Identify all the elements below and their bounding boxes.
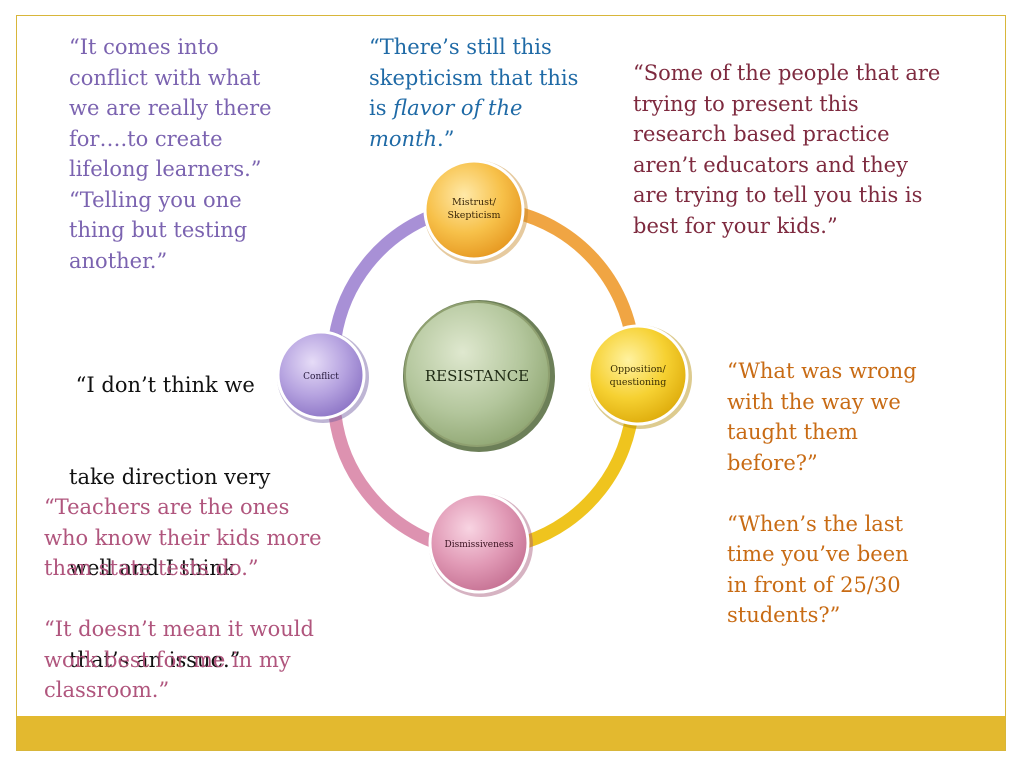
quote-line: that’s an issue.” bbox=[69, 647, 241, 672]
quote-line: than state tests do.” bbox=[44, 556, 259, 580]
quote-line: is flavor of the bbox=[369, 93, 578, 124]
quote-line: time you’ve been bbox=[727, 542, 909, 566]
quote-text: .” bbox=[437, 126, 455, 151]
quote-dismissiveness: “Teachers are the ones who know their ki… bbox=[44, 492, 322, 706]
quote-line: “When’s the last bbox=[727, 511, 904, 536]
quote-line: lifelong learners.” bbox=[69, 157, 262, 181]
quote-direction: “I don’t think we take direction very we… bbox=[69, 309, 270, 706]
quote-mistrust: “Some of the people that are trying to p… bbox=[633, 58, 940, 241]
quote-spacer bbox=[727, 478, 917, 509]
quote-line: “There’s still this bbox=[369, 35, 552, 59]
quote-line: month.” bbox=[369, 124, 578, 155]
quote-line: who know their kids more bbox=[44, 525, 322, 550]
quote-line: with the way we bbox=[727, 389, 901, 414]
quote-spacer bbox=[44, 584, 322, 615]
quote-line: “I don’t think we bbox=[69, 373, 255, 397]
quote-text: is bbox=[369, 96, 394, 120]
quote-line: aren’t educators and they bbox=[633, 152, 908, 177]
quote-line: “It doesn’t mean it would bbox=[44, 617, 314, 641]
quote-opposition: “What was wrong with the way we taught t… bbox=[727, 356, 917, 631]
quote-line: “What was wrong bbox=[727, 359, 917, 383]
quote-line: “Telling you one bbox=[69, 187, 242, 212]
quote-line: trying to present this bbox=[633, 91, 859, 116]
quote-line: are trying to tell you this is bbox=[633, 183, 923, 207]
quote-emphasis: month bbox=[369, 126, 438, 151]
quote-line: “Teachers are the ones bbox=[44, 495, 290, 519]
quote-line: take direction very bbox=[69, 464, 271, 489]
quote-line: research based practice bbox=[633, 122, 890, 146]
quote-line: well and I think bbox=[69, 556, 236, 580]
quote-line: thing but testing bbox=[69, 218, 248, 242]
quote-line: in front of 25/30 bbox=[727, 572, 901, 597]
quote-line: “It comes into bbox=[69, 35, 219, 59]
quote-line: skepticism that this bbox=[369, 65, 579, 90]
quote-line: students?” bbox=[727, 603, 841, 627]
quote-line: taught them bbox=[727, 420, 858, 444]
quote-line: work best for me in my bbox=[44, 647, 291, 672]
quote-emphasis: flavor of the bbox=[393, 96, 523, 120]
quote-skepticism: “There’s still this skepticism that this… bbox=[369, 32, 578, 154]
quote-line: best for your kids.” bbox=[633, 213, 838, 238]
quote-line: before?” bbox=[727, 450, 818, 475]
quote-conflict: “It comes into conflict with what we are… bbox=[69, 32, 272, 276]
quote-line: “Some of the people that are bbox=[633, 61, 941, 85]
quote-line: another.” bbox=[69, 248, 168, 273]
quote-line: for….to create bbox=[69, 126, 223, 151]
quote-line: we are really there bbox=[69, 96, 272, 120]
quote-line: classroom.” bbox=[44, 678, 170, 702]
quote-line: conflict with what bbox=[69, 65, 261, 90]
footer-bar bbox=[17, 716, 1005, 750]
